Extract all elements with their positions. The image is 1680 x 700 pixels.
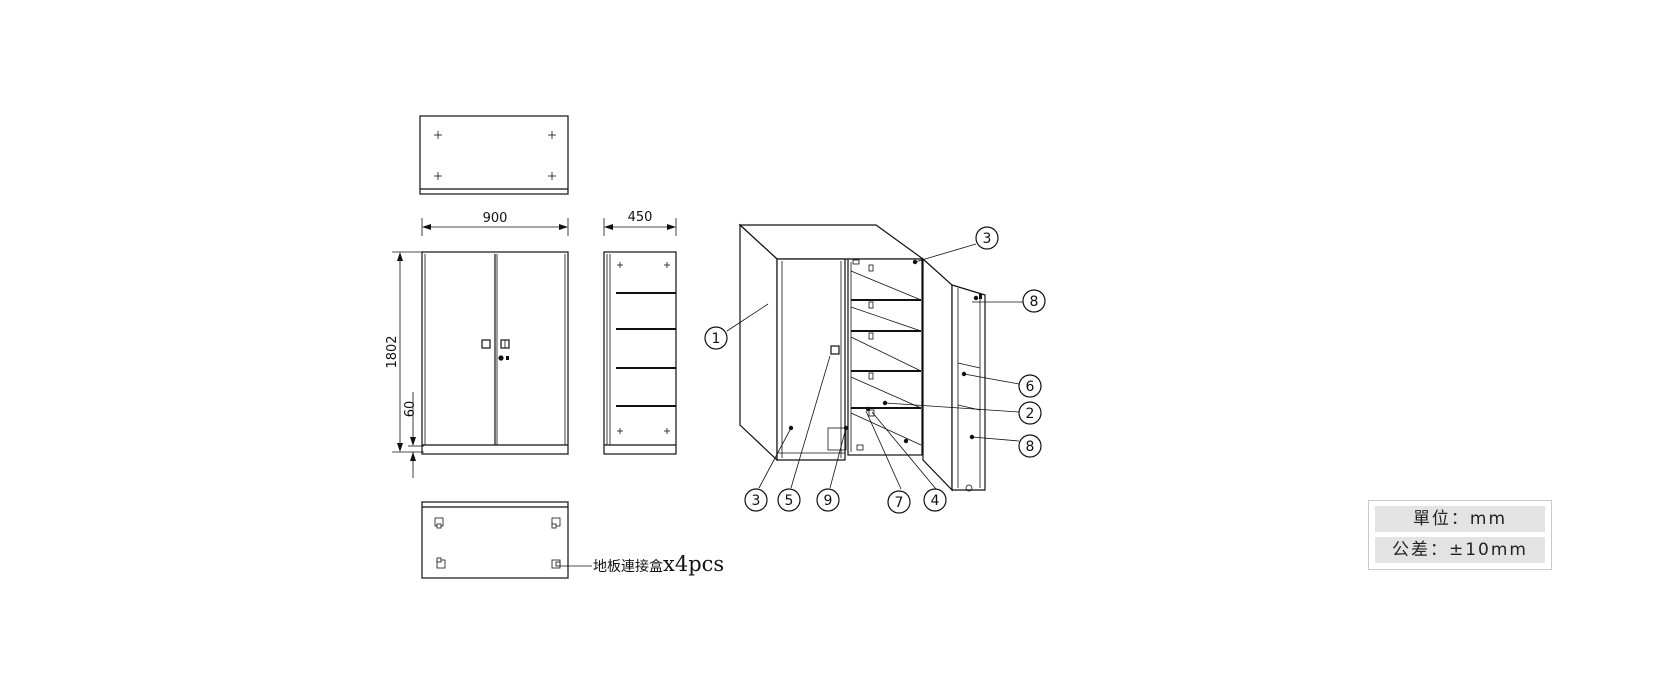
front-view [421,251,569,455]
callout-8-bottom: 8 [1018,434,1042,458]
base-dimension: 60 [403,392,424,478]
bottom-view: 地板連接盒x4pcs [421,501,724,579]
callouts: 1 3 8 6 2 8 3 5 [704,226,1046,514]
callout-8-top: 8 [1022,289,1046,313]
svg-text:3: 3 [983,231,992,247]
floor-connector-qty: x4pcs [663,552,724,576]
svg-text:4: 4 [931,493,940,509]
depth-dimension: 450 [603,210,677,236]
height-dimension: 1802 [385,251,424,453]
depth-label: 450 [628,210,653,225]
base-height-label: 60 [403,401,418,418]
svg-text:2: 2 [1026,406,1035,422]
svg-text:9: 9 [824,493,833,509]
side-view [603,251,677,455]
isometric-view [738,223,986,492]
svg-text:5: 5 [785,493,794,509]
svg-text:7: 7 [895,495,904,511]
svg-text:6: 6 [1026,379,1035,395]
callout-4: 4 [923,488,947,512]
svg-text:3: 3 [752,493,761,509]
spec-box: 單位：mm 公差：±10mm [1368,500,1552,570]
width-label: 900 [483,211,508,226]
callout-1: 1 [704,326,728,350]
svg-text:8: 8 [1030,294,1039,310]
callout-9: 9 [816,488,840,512]
callout-6: 6 [1018,374,1042,398]
unit-label: 單位：mm [1375,506,1545,532]
height-label: 1802 [385,335,400,368]
callout-3-bottom: 3 [744,488,768,512]
top-view [419,115,569,195]
callout-5: 5 [777,488,801,512]
svg-text:8: 8 [1026,439,1035,455]
floor-connector-label: 地板連接盒 [593,558,663,575]
width-dimension: 900 [421,211,569,236]
callout-2: 2 [1018,401,1042,425]
callout-7: 7 [887,490,911,514]
tolerance-label: 公差：±10mm [1375,537,1545,563]
floor-connector-note: 地板連接盒x4pcs [593,552,724,576]
callout-3-top: 3 [975,226,999,250]
svg-text:1: 1 [712,331,721,347]
